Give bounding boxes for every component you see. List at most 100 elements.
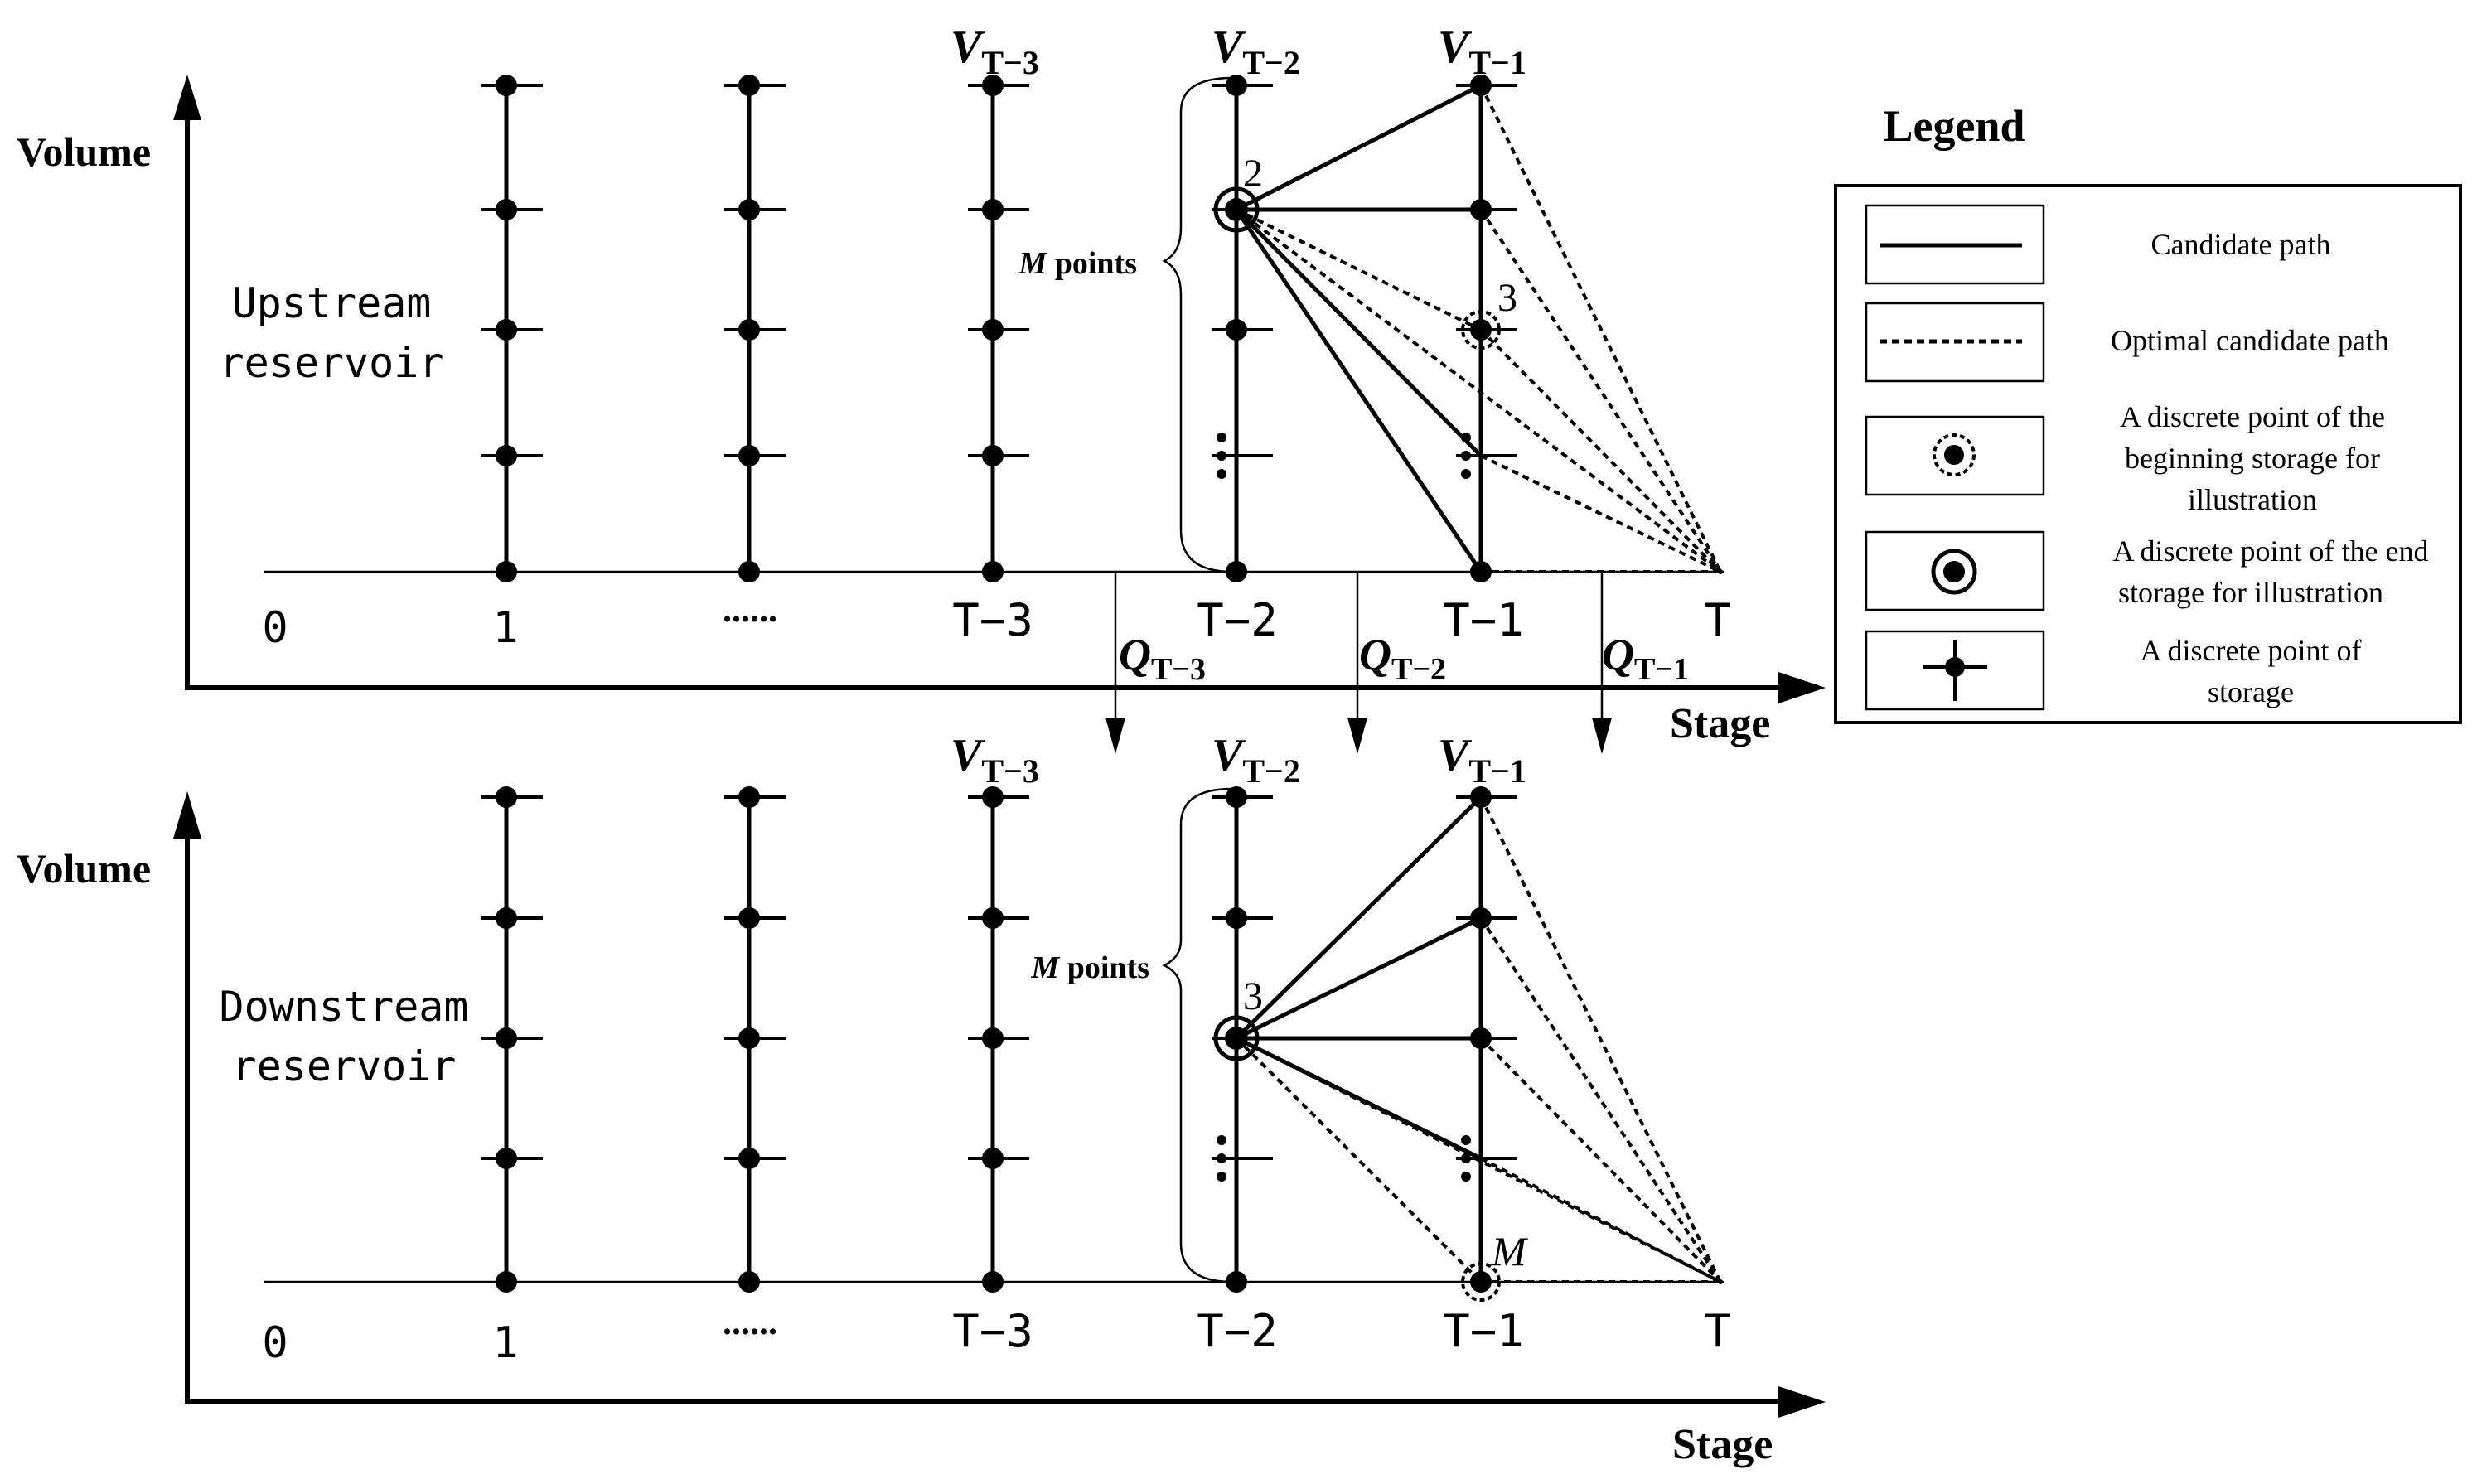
candidate-path — [1235, 83, 1483, 212]
storage-point — [496, 1271, 517, 1293]
outflow-label-t-2: QT−2 — [1359, 630, 1446, 687]
stage-label: T−2 — [1197, 1305, 1278, 1357]
outflow-label-t-1: QT−1 — [1602, 630, 1689, 687]
upstream-panel: Volume Stage Upstream reservoir 0 1 ....… — [17, 22, 1826, 747]
volume-label-t-3: VT−3 — [951, 22, 1039, 81]
x-axis-arrow-icon — [1778, 672, 1826, 703]
storage-point — [1226, 786, 1247, 808]
volume-label-t-1: VT−1 — [1438, 22, 1526, 81]
candidate-path — [1234, 208, 1483, 573]
storage-point — [738, 1271, 760, 1293]
legend-swatch-box — [1865, 302, 2045, 383]
storage-point — [496, 786, 517, 808]
storage-point — [1226, 561, 1247, 582]
m-points-brace — [1162, 787, 1233, 1283]
ellipsis-dot — [1217, 1135, 1226, 1145]
candidate-path — [1235, 1036, 1483, 1161]
ellipsis-dot — [1217, 1172, 1226, 1182]
stage-label: T−1 — [1443, 1305, 1524, 1357]
ellipsis-dot — [1217, 451, 1226, 461]
storage-point — [982, 786, 1004, 808]
storage-point — [982, 1271, 1004, 1293]
stage-label: T−1 — [1443, 594, 1524, 646]
storage-point — [496, 75, 517, 96]
double-circle-point-icon — [1931, 549, 1977, 595]
storage-point — [982, 561, 1004, 582]
end-storage-marker — [1213, 186, 1260, 233]
storage-point — [1226, 75, 1247, 96]
storage-point — [1226, 1271, 1247, 1293]
legend-swatch-box — [1865, 204, 2045, 285]
optimal-candidate-path — [1479, 85, 1722, 573]
ellipsis-dot — [1461, 1172, 1471, 1182]
optimal-candidate-path — [1236, 1037, 1721, 1283]
legend-text: storage for illustration — [2118, 576, 2383, 609]
down-arrow-icon — [1592, 718, 1612, 754]
begin-point-label: M — [1491, 1228, 1528, 1274]
optimal-candidate-path — [1479, 328, 1722, 573]
outflow-label-t-3: QT−3 — [1119, 630, 1206, 687]
end-point-number: 3 — [1243, 974, 1263, 1018]
storage-point — [738, 907, 760, 929]
storage-point — [496, 445, 517, 466]
optimal-candidate-path — [1480, 1157, 1721, 1283]
volume-label-t-2: VT−2 — [1212, 730, 1300, 790]
storage-point — [738, 1148, 760, 1169]
storage-point — [738, 75, 760, 96]
dashed-circle-point-icon — [1933, 433, 1976, 476]
legend-text: Candidate path — [2151, 228, 2331, 261]
legend-text: illustration — [2188, 483, 2317, 516]
legend-text: A discrete point of — [2141, 634, 2362, 667]
cross-point-icon — [1923, 640, 1987, 701]
m-points-label: M points — [1018, 246, 1137, 281]
storage-point — [982, 319, 1004, 341]
storage-point — [738, 561, 760, 582]
outflow-arrows — [1105, 572, 1612, 754]
ellipsis-dot — [1217, 433, 1226, 442]
storage-point — [496, 561, 517, 582]
storage-point — [982, 199, 1004, 220]
storage-point — [982, 1148, 1004, 1169]
storage-point — [738, 1027, 760, 1049]
end-storage-marker-dot — [1225, 198, 1248, 221]
stage-label: 1 — [492, 603, 518, 653]
y-axis-label: Volume — [17, 128, 151, 175]
ellipsis-dot — [1461, 469, 1471, 479]
candidate-path — [1235, 795, 1483, 1040]
storage-point — [496, 1027, 517, 1049]
down-arrow-icon — [1105, 718, 1125, 754]
stage-label: 0 — [262, 603, 288, 653]
optimal-candidate-path — [1479, 208, 1722, 573]
volume-label-t-3: VT−3 — [951, 730, 1039, 790]
legend-swatch-box — [1865, 630, 2045, 711]
reservoir-label-line2: reservoir — [232, 1042, 457, 1090]
ellipsis-dot — [1217, 469, 1226, 479]
stage-label: T−2 — [1197, 594, 1278, 646]
storage-point — [496, 1148, 517, 1169]
m-points-label: M points — [1030, 950, 1149, 985]
storage-point — [982, 907, 1004, 929]
optimal-candidate-path — [1236, 208, 1482, 331]
y-axis-label: Volume — [17, 845, 151, 892]
storage-point — [496, 907, 517, 929]
reservoir-label-line1: Downstream — [219, 983, 468, 1031]
down-arrow-icon — [1347, 718, 1367, 754]
stage-label: 1 — [492, 1318, 518, 1368]
ellipsis-dot — [1461, 1135, 1471, 1145]
stage-label: T−3 — [952, 594, 1033, 646]
stage-label: 0 — [262, 1318, 288, 1368]
legend-text: storage — [2208, 675, 2294, 708]
storage-point — [1226, 907, 1247, 929]
storage-point — [496, 199, 517, 220]
end-storage-marker-dot — [1225, 1027, 1248, 1050]
x-axis-arrow-icon — [1778, 1386, 1826, 1418]
optimal-candidate-path — [1235, 208, 1722, 573]
volume-label-t-1: VT−1 — [1438, 730, 1526, 790]
storage-point — [982, 1027, 1004, 1049]
legend-swatch-box — [1865, 415, 2045, 496]
beginning-storage-marker — [1461, 1262, 1501, 1302]
m-points-brace — [1162, 76, 1233, 573]
end-storage-marker — [1213, 1015, 1260, 1061]
storage-point — [496, 319, 517, 341]
